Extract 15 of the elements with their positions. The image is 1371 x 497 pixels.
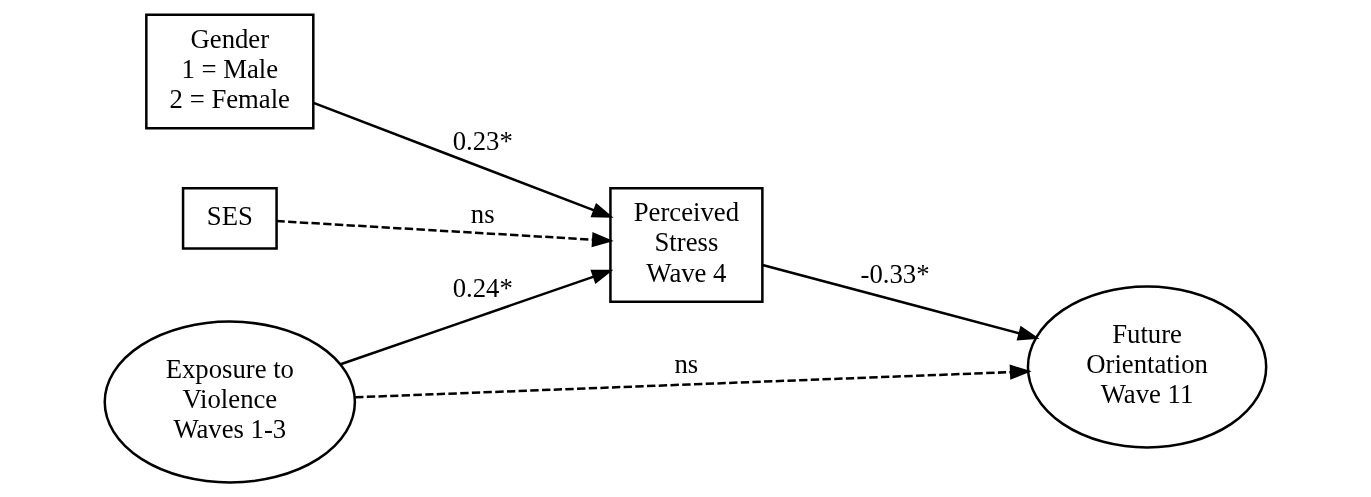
node-box: Perceived Stress Wave 4 xyxy=(609,187,764,304)
arrow xyxy=(340,269,614,366)
edge-label: 0.23* xyxy=(452,125,513,156)
node-ellipse: Future Orientation Wave 11 xyxy=(1026,285,1268,449)
arrow xyxy=(313,101,614,218)
node-box: Gender 1 = Male 2 = Female xyxy=(145,13,315,130)
edge-label: 0.24* xyxy=(452,272,513,303)
arrow xyxy=(355,364,1032,399)
arrow xyxy=(276,219,614,248)
edge-label: ns xyxy=(674,349,699,380)
arrow xyxy=(762,263,1040,341)
node-ellipse: Exposure to Violence Waves 1-3 xyxy=(103,320,357,484)
edge-label: -0.33* xyxy=(860,259,930,290)
node-box: SES xyxy=(181,187,278,250)
edge-label: ns xyxy=(470,199,495,230)
